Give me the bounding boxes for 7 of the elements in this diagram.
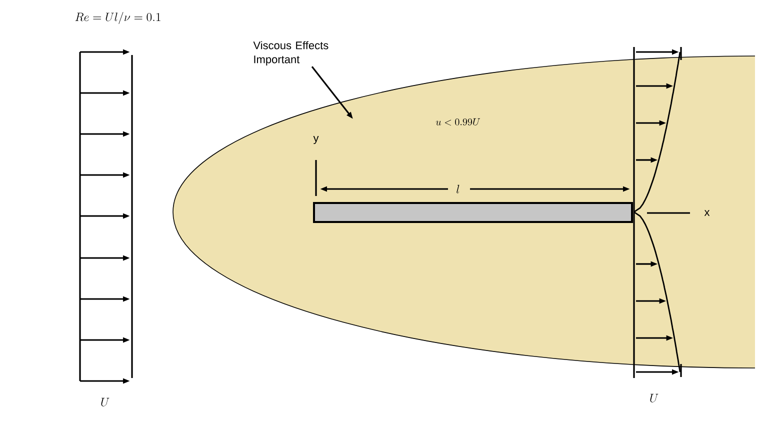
flat-plate	[313, 202, 633, 223]
axis-label: x	[704, 210, 710, 216]
velocity-label: $U$	[650, 394, 658, 402]
axis-label: y	[313, 136, 319, 144]
formula-label: $Re = Ul/\nu = 0.1$	[75, 12, 160, 24]
dimension-label: $l$	[454, 182, 462, 196]
velocity-label: $U$	[101, 398, 110, 406]
